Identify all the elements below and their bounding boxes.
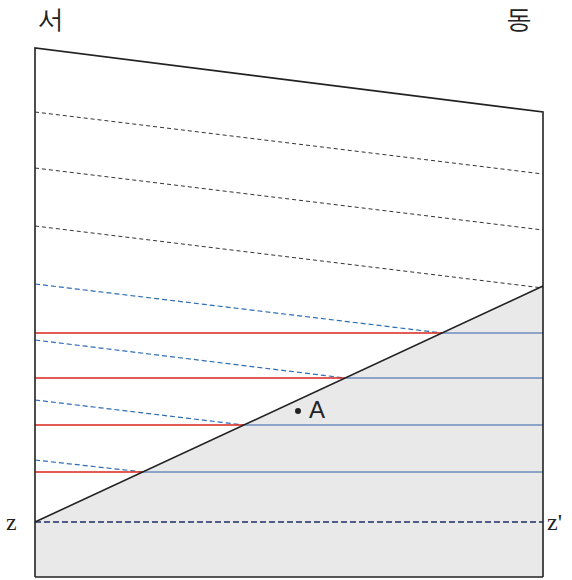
point-dot <box>295 408 301 414</box>
unconformity <box>35 286 543 522</box>
basement-area <box>35 286 543 577</box>
basement-strata <box>143 333 543 472</box>
point-label: A <box>309 398 325 422</box>
line-end-label: z <box>6 510 17 534</box>
direction-label: 서 <box>38 6 64 32</box>
section-frame <box>35 48 543 577</box>
horizontal-strata <box>35 333 442 472</box>
upper-strata <box>35 112 543 288</box>
direction-label: 동 <box>506 6 532 32</box>
z-line <box>35 521 543 522</box>
line-end-label: z' <box>547 510 562 534</box>
